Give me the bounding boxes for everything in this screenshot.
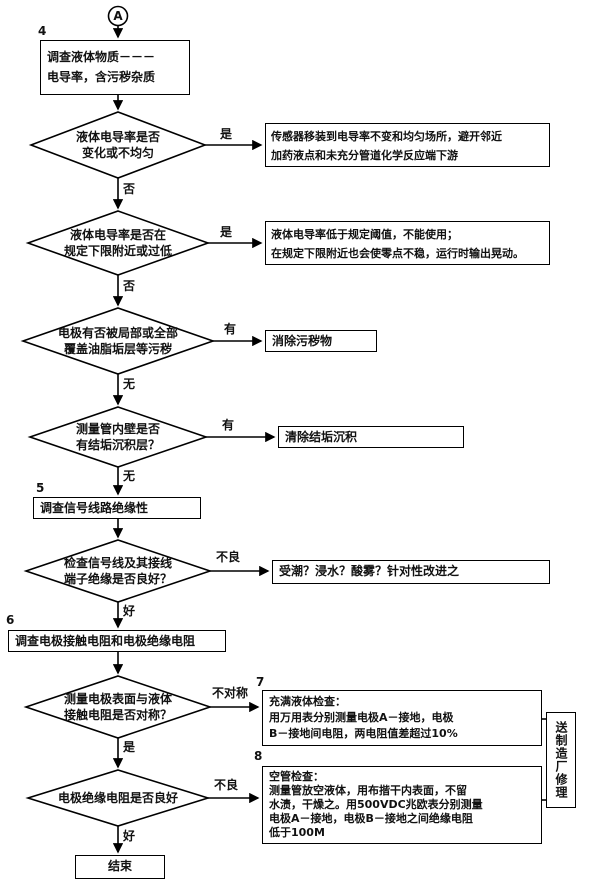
action-relocate-sensor: 传感器移装到电导率不变和均匀场所，避开邻近 加药液点和未充分管道化学反应端下游 <box>265 123 550 167</box>
decision-contact-resistance-symmetric: 测量电极表面与液体 接触电阻是否对称？ <box>63 692 173 722</box>
decision-diamonds <box>20 111 216 827</box>
branch-d7-good: 好 <box>123 829 136 843</box>
process-check-signal-insulation: 调查信号线路绝缘性 <box>33 497 201 519</box>
decision-7-shape <box>25 769 211 827</box>
branch-d1-yes: 是 <box>220 127 233 141</box>
branch-d3-no: 无 <box>123 377 136 391</box>
branch-d2-no: 否 <box>123 279 136 293</box>
decision-3-shape <box>20 307 216 375</box>
action-remove-scale: 清除结垢沉积 <box>278 426 464 448</box>
branch-d1-no: 否 <box>123 182 136 196</box>
action-conductivity-too-low: 液体电导率低于规定阈值，不能使用； 在规定下限附近也会使零点不稳，运行时输出晃动… <box>265 221 550 265</box>
connector-lines <box>112 25 546 854</box>
terminator-end: 结束 <box>75 855 165 879</box>
action-remove-fouling: 消除污秽物 <box>265 330 377 352</box>
action-full-pipe-check: 充满液体检查： 用万用表分别测量电极A－接地，电极 B－接地间电阻，两电阻值差超… <box>262 690 542 746</box>
step-number-7: 7 <box>256 675 265 689</box>
branch-d6-yes: 是 <box>123 740 136 754</box>
action-send-to-factory: 送制造厂修理 <box>546 712 576 808</box>
decision-6-shape <box>23 675 213 739</box>
branch-d3-yes: 有 <box>224 322 237 336</box>
branch-d5-good: 好 <box>123 604 136 618</box>
step-number-8: 8 <box>254 749 263 763</box>
entry-connector-label: A <box>113 9 123 23</box>
decision-signal-insulation-good: 检查信号线及其接线 端子绝缘是否良好？ <box>63 556 173 586</box>
decision-4-shape <box>27 406 209 468</box>
decision-electrode-insulation-good: 电极绝缘电阻是否良好 <box>57 791 179 805</box>
branch-d6-asymmetric: 不对称 <box>212 686 249 700</box>
branch-d4-yes: 有 <box>222 418 235 432</box>
decision-2-shape <box>25 210 211 276</box>
process-check-electrode-resistance: 调查电极接触电阻和电极绝缘电阻 <box>8 630 226 652</box>
decision-tube-scaled: 测量管内壁是否 有结垢沉积层？ <box>75 422 161 452</box>
branch-d2-yes: 是 <box>220 225 233 239</box>
branch-d5-bad: 不良 <box>216 550 241 564</box>
decision-1-shape <box>28 111 208 179</box>
decision-conductivity-low: 液体电导率是否在 规定下限附近或过低 <box>63 228 173 258</box>
entry-connector-circle <box>107 5 129 27</box>
step-number-6: 6 <box>6 613 15 627</box>
step-number-5: 5 <box>36 481 45 495</box>
branch-d7-bad: 不良 <box>214 778 239 792</box>
decision-conductivity-uniform: 液体电导率是否 变化或不均匀 <box>75 130 161 160</box>
decision-electrode-fouled: 电极有否被局部或全部 覆盖油脂垢层等污秽 <box>57 326 179 356</box>
branch-d4-no: 无 <box>123 469 136 483</box>
step-number-4: 4 <box>38 24 47 38</box>
action-fix-moisture: 受潮？浸水？酸雾？针对性改进之 <box>272 560 550 584</box>
process-investigate-liquid: 调查液体物质－－－ 电导率，含污秽杂质 <box>40 40 190 95</box>
decision-5-shape <box>23 539 213 603</box>
action-empty-pipe-check: 空管检查： 测量管放空液体，用布揩干内表面，不留 水渍，干燥之。用500VDC兆… <box>262 766 542 844</box>
